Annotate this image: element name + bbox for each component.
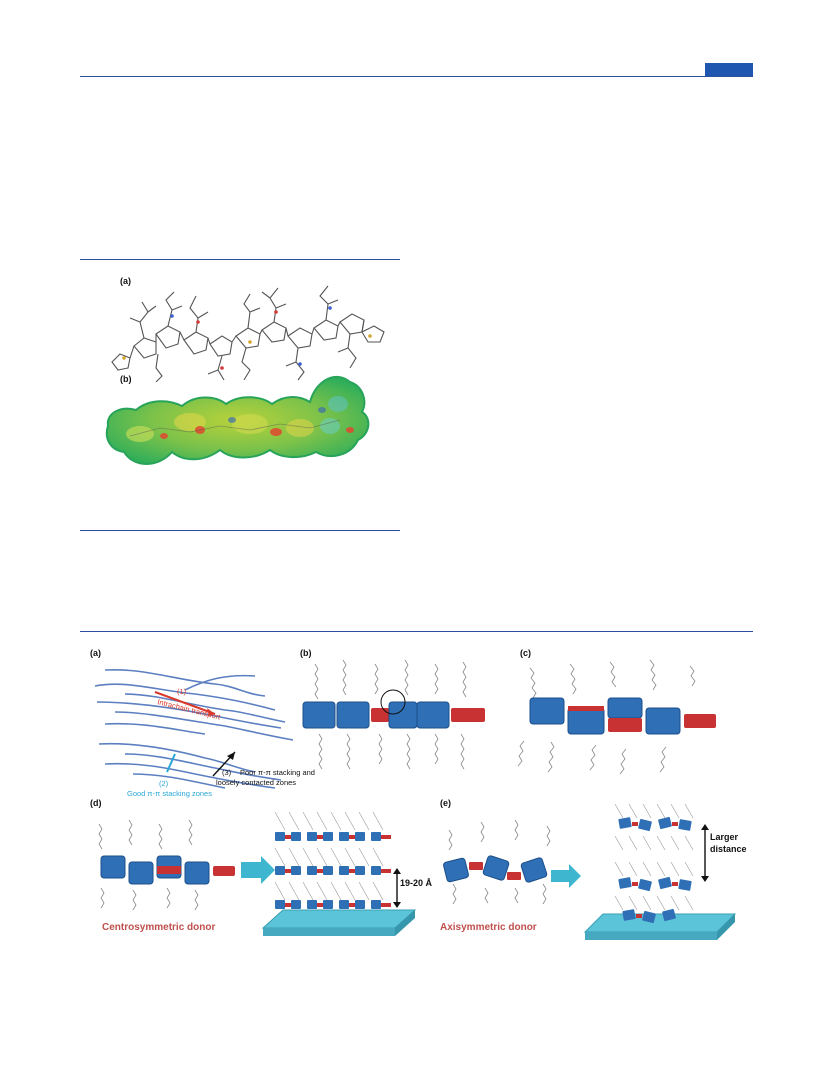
figure1: (a) ( — [100, 268, 390, 478]
figure2-label-d: (d) — [90, 798, 102, 808]
figure2-top-rule — [80, 631, 753, 632]
offset-backbone-model — [517, 659, 716, 775]
intrachain-label: Intrachain transport — [157, 697, 223, 722]
intrachain-num: (1) — [177, 687, 187, 696]
e-distance-line1: Larger — [710, 832, 739, 842]
electrostatic-potential-surface — [105, 375, 370, 465]
figure1-label-a: (a) — [120, 276, 131, 286]
e-distance-line2: distance — [710, 844, 747, 854]
chain-packing-diagram: (1) Intrachain transport (2) Good π-π st… — [94, 668, 294, 798]
poor-stacking-line1: Poor π-π stacking and — [240, 768, 315, 777]
figure2-label-b: (b) — [300, 648, 312, 658]
header-tab — [705, 63, 753, 76]
molecular-structure-wireframe — [111, 285, 385, 382]
axisymmetric-packing-diagram — [443, 803, 737, 940]
figure2-label-a: (a) — [90, 648, 101, 658]
poor-stacking-num: (3) — [222, 768, 232, 777]
header-rule — [80, 76, 753, 77]
d-distance-label: 19-20 Å — [400, 878, 433, 888]
figure2: (a) (1) Intrachain transport (2) Good π-… — [80, 640, 753, 955]
figure1-label-b: (b) — [120, 374, 132, 384]
good-stacking-num: (2) — [159, 779, 169, 788]
centrosymmetric-caption: Centrosymmetric donor — [102, 922, 216, 933]
figure1-top-rule — [80, 259, 400, 260]
poor-stacking-line2: loosely contacted zones — [216, 778, 297, 787]
figure2-label-c: (c) — [520, 648, 531, 658]
figure1-bottom-rule — [80, 530, 400, 531]
figure2-label-e: (e) — [440, 798, 451, 808]
good-stacking-label: Good π-π stacking zones — [127, 789, 212, 798]
axisymmetric-caption: Axisymmetric donor — [440, 922, 537, 933]
centrosymmetric-packing-diagram — [98, 811, 417, 936]
linear-backbone-model — [302, 659, 485, 770]
